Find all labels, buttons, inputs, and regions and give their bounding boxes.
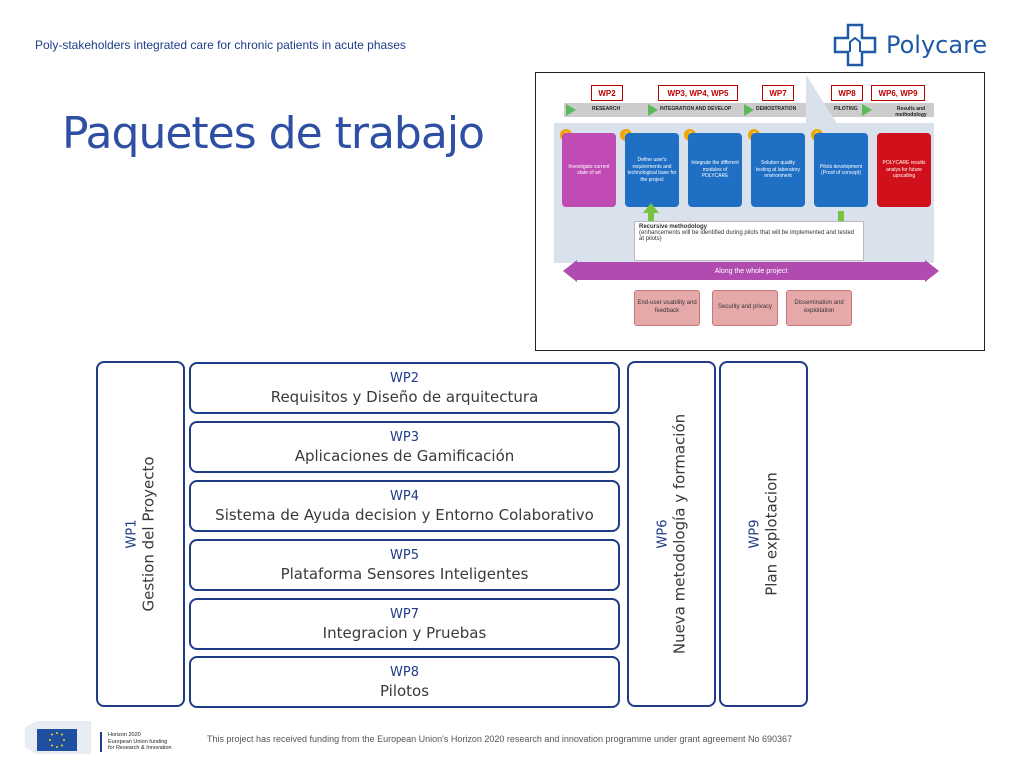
wp-name: Sistema de Ayuda decision y Entorno Cola… (215, 505, 594, 524)
phase-label: INTEGRATION AND DEVELOP (660, 106, 732, 112)
wp2-box: WP2 Requisitos y Diseño de arquitectura (189, 362, 620, 414)
wp9-box: WP9 Plan explotacion (719, 361, 808, 707)
wp1-code: WP1 (124, 519, 139, 549)
wp1-name: Gestion del Proyecto (139, 456, 157, 612)
polycare-logo: Polycare (832, 22, 987, 68)
step-box: Pilots development (Proof of concept) (814, 133, 868, 207)
figure-tag: WP8 (831, 85, 863, 101)
page-title: Paquetes de trabajo (62, 108, 485, 159)
h2020-line: European Union funding (108, 738, 168, 745)
cross-logo-icon (833, 23, 877, 67)
eu-flag-icon (25, 721, 91, 754)
step-box: POLYCARE results analys for future upsca… (877, 133, 931, 207)
play-icon (744, 104, 754, 116)
figure-tag: WP2 (591, 85, 623, 101)
wp-name: Aplicaciones de Gamificación (294, 446, 515, 465)
funding-note: This project has received funding from t… (207, 734, 793, 744)
wp7-box: WP7 Integracion y Pruebas (189, 598, 620, 650)
wp8-box: WP8 Pilotos (189, 656, 620, 708)
recursive-note: Recursive methodology (enhancements will… (634, 221, 864, 261)
bottom-box: Security and privacy (712, 290, 778, 326)
wp5-box: WP5 Plataforma Sensores Inteligentes (189, 539, 620, 591)
step-box: Investigate current state of art (562, 133, 616, 207)
recursive-title: Recursive methodology (639, 224, 708, 230)
figure-tag: WP7 (762, 85, 794, 101)
play-icon (566, 104, 576, 116)
phase-label: Results and methodology (895, 106, 927, 118)
logo-text: Polycare (886, 31, 988, 59)
step-box: Solution quality testing at laboratory e… (751, 133, 805, 207)
phase-label: RESEARCH (592, 106, 621, 112)
arrow-right-icon (925, 260, 939, 282)
wp-code: WP7 (390, 606, 419, 622)
recursive-text: (enhancements will be identified during … (639, 230, 855, 242)
bottom-box: End-user usability and feedback (634, 290, 700, 326)
figure-tag: WP6, WP9 (871, 85, 925, 101)
play-icon (862, 104, 872, 116)
wp-code: WP4 (390, 488, 419, 504)
wp3-box: WP3 Aplicaciones de Gamificación (189, 421, 620, 473)
wp9-name: Plan explotacion (762, 472, 780, 596)
wp-code: WP2 (390, 370, 419, 386)
arrow-left-icon (563, 260, 577, 282)
along-project-bar: Along the whole project (576, 262, 926, 280)
wp-name: Plataforma Sensores Inteligentes (280, 564, 529, 583)
h2020-line: Horizon 2020 (108, 732, 141, 738)
step-box: Define user's requirements and technolog… (625, 133, 679, 207)
wp-code: WP3 (390, 429, 419, 445)
h2020-line: for Research & Innovation (108, 745, 172, 752)
phase-label: DEMOSTRATION (756, 106, 797, 112)
bottom-box: Dissemination and exploitation (786, 290, 852, 326)
project-subtitle: Poly-stakeholders integrated care for ch… (35, 38, 406, 52)
step-box: Integrate the different modules of POLYC… (688, 133, 742, 207)
h2020-label: Horizon 2020 European Union funding for … (100, 732, 172, 752)
wp9-code: WP9 (747, 519, 762, 549)
wp1-box: WP1 Gestion del Proyecto (96, 361, 185, 707)
figure-tag: WP3, WP4, WP5 (658, 85, 738, 101)
wp-code: WP5 (390, 547, 419, 563)
wp6-code: WP6 (655, 519, 670, 549)
methodology-figure: WP2 WP3, WP4, WP5 WP7 WP8 WP6, WP9 RESEA… (535, 72, 985, 351)
play-icon (648, 104, 658, 116)
wp-name: Integracion y Pruebas (322, 623, 487, 642)
wp6-name: Nueva metodología y formación (670, 413, 688, 655)
wp-code: WP8 (390, 664, 419, 680)
wp-name: Requisitos y Diseño de arquitectura (270, 387, 539, 406)
phase-label: PILOTING (834, 106, 858, 112)
wp4-box: WP4 Sistema de Ayuda decision y Entorno … (189, 480, 620, 532)
wp-name: Pilotos (379, 681, 430, 700)
wp6-box: WP6 Nueva metodología y formación (627, 361, 716, 707)
